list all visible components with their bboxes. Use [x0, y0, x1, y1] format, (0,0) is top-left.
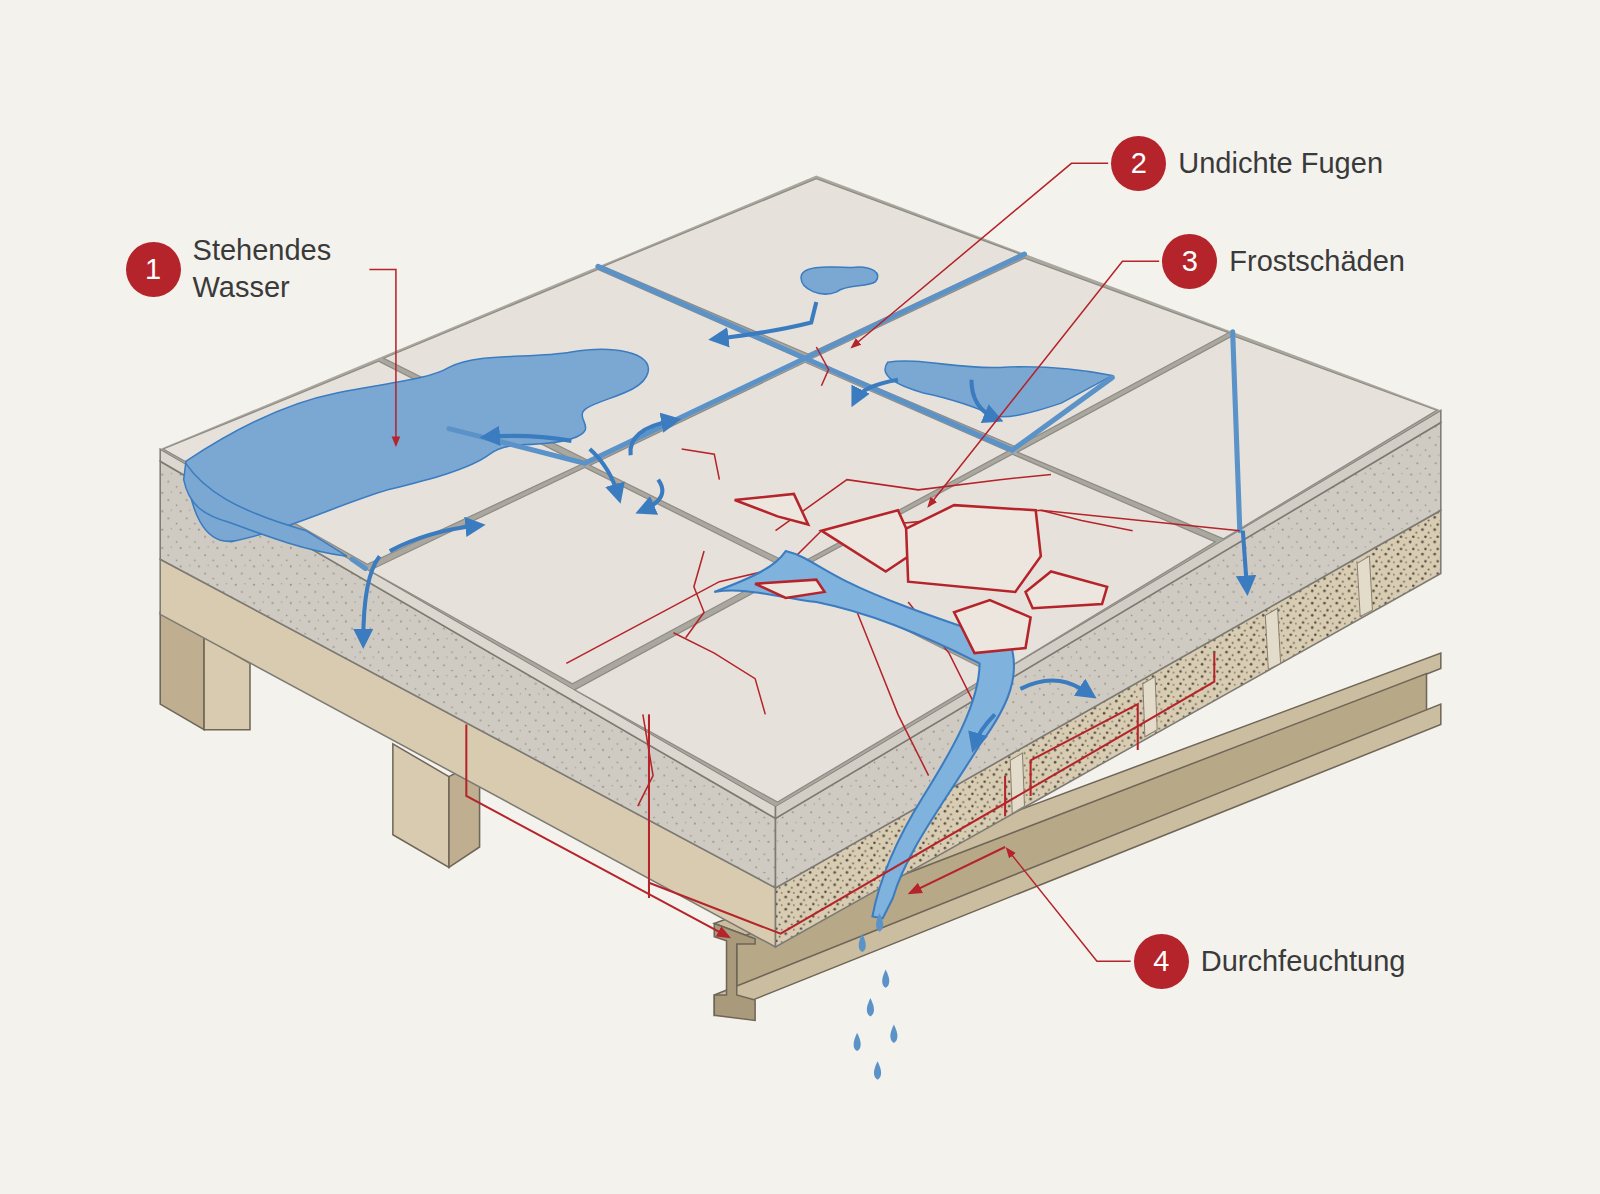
drips: [854, 913, 898, 1079]
broken-pieces: [735, 494, 1107, 653]
callout-label: Stehendes Wasser: [193, 232, 373, 306]
callout-circle: 2Undichte Fugen: [1111, 136, 1166, 191]
moisture-brackets: [466, 653, 1214, 937]
callout-label: Frostschäden: [1229, 243, 1405, 280]
callout-number: 2: [1131, 149, 1147, 178]
water-flow-arrows: [363, 302, 1247, 641]
callout-number: 1: [145, 255, 161, 284]
wet-joints: [352, 254, 1240, 568]
leader-lines: [369, 163, 1159, 961]
callout-label: Undichte Fugen: [1178, 145, 1383, 182]
callout-number: 4: [1153, 947, 1169, 976]
callout-circle: 3Frostschäden: [1162, 234, 1217, 289]
callout-number: 3: [1182, 247, 1198, 276]
damage-arrows: [974, 680, 1089, 744]
callout-circle: 4Durchfeuchtung: [1134, 934, 1189, 989]
callout-label: Durchfeuchtung: [1201, 943, 1406, 980]
callout-circle: 1Stehendes Wasser: [126, 242, 181, 297]
cracks: [566, 347, 1239, 806]
tiles: [160, 176, 1441, 807]
insulation-blocks: [1010, 556, 1372, 813]
